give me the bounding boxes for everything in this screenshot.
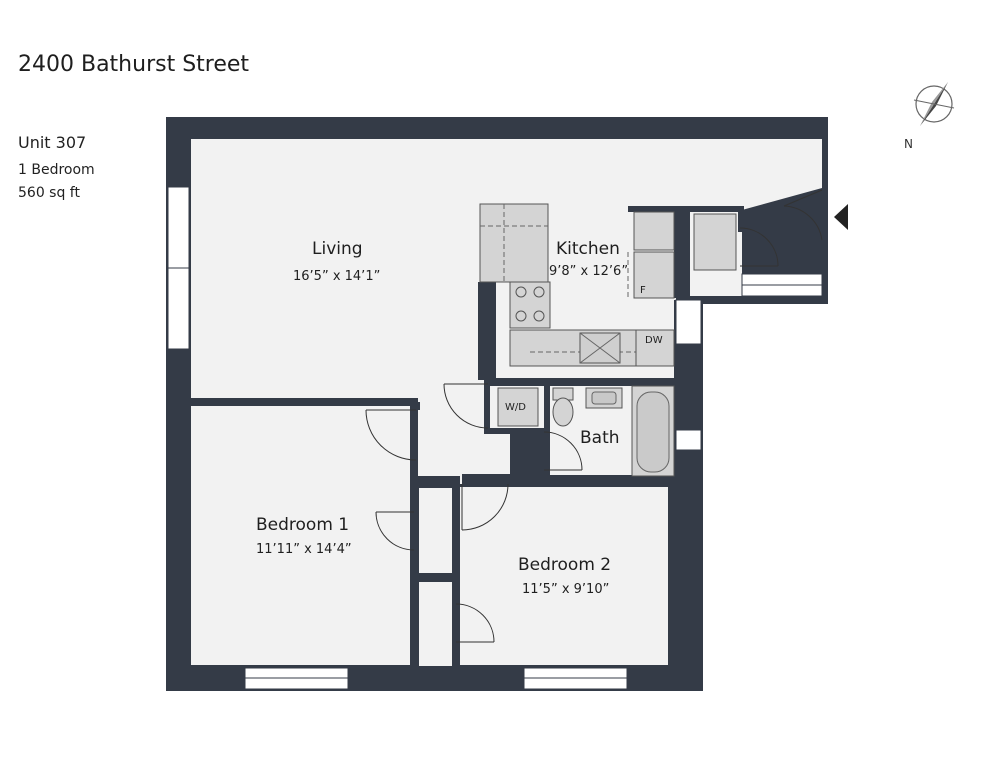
wall-entry-closet-east (738, 206, 744, 232)
fridge-label: F (640, 285, 646, 296)
living-label: Living (312, 239, 363, 259)
bedroom2-floor (460, 487, 668, 665)
wall-bath-west (544, 380, 550, 480)
compass-icon: N (904, 82, 955, 151)
interior-walls (191, 206, 744, 668)
toilet-bowl (552, 397, 574, 427)
door-closet2-swing (455, 603, 495, 643)
bedroom2-label: Bedroom 2 (518, 555, 611, 575)
doors (365, 189, 823, 643)
washer-dryer-label: W/D (505, 402, 526, 413)
bedroom1-floor (191, 405, 410, 665)
door-bedroom2-swing (461, 483, 509, 531)
wall-bedroom1-east (410, 402, 418, 667)
door-closet1-swing (375, 511, 415, 551)
wall-wd-west (484, 380, 490, 432)
bedroom1-dims: 11’11” x 14’4” (256, 542, 352, 557)
wall-living-bedroom1 (191, 398, 418, 406)
kitchen-cabinet (633, 211, 675, 251)
bedroom2-dims: 11’5” x 9’10” (522, 582, 609, 597)
bath-fixtures: W/D (497, 385, 675, 477)
door-bath-swing (543, 431, 583, 471)
wall-closet-top (418, 476, 460, 486)
living-dims: 16’5” x 14’1” (293, 269, 380, 284)
closet-2-floor (419, 582, 452, 666)
wall-entry-top (628, 206, 744, 212)
window-kitchen-east (675, 299, 702, 345)
unit-number: Unit 307 (18, 133, 87, 152)
door-entry-swing (783, 205, 823, 241)
wall-closet-mid (418, 573, 460, 581)
window-bath-east (675, 429, 702, 451)
wall-bedroom2-north (506, 476, 676, 486)
dishwasher-label: DW (645, 335, 663, 346)
windows (167, 186, 823, 690)
property-address: 2400 Bathurst Street (18, 52, 250, 77)
washer-dryer (497, 387, 539, 427)
entry-closet-shelf (693, 213, 737, 271)
living-lower-floor (191, 380, 481, 402)
wall-kitchen-south (484, 378, 676, 386)
stove (509, 281, 551, 329)
wall-entry-closet-west (674, 206, 690, 298)
door-wd-swing (443, 383, 489, 429)
bedroom-count: 1 Bedroom (18, 162, 95, 178)
bath-label: Bath (580, 428, 620, 448)
compass-north-label: N (904, 137, 913, 151)
room-floors (191, 139, 822, 666)
bedroom1-label: Bedroom 1 (256, 515, 349, 535)
kitchen-dims: 9’8” x 12’6” (549, 264, 628, 279)
fridge (633, 251, 675, 299)
wall-wd-south (484, 428, 546, 434)
kitchen-island (479, 203, 549, 283)
dishwasher (635, 329, 675, 367)
entrance-arrow-icon (834, 204, 848, 230)
wall-kitchen-west (488, 282, 496, 382)
kitchen-label: Kitchen (556, 239, 620, 259)
unit-area: 560 sq ft (18, 185, 80, 201)
closet-1-floor (419, 488, 452, 573)
kitchen-fixtures: DW F (479, 203, 737, 367)
door-entry-closet-swing (739, 227, 779, 267)
wall-bath-east (674, 300, 678, 480)
door-bedroom1-swing (365, 409, 417, 461)
